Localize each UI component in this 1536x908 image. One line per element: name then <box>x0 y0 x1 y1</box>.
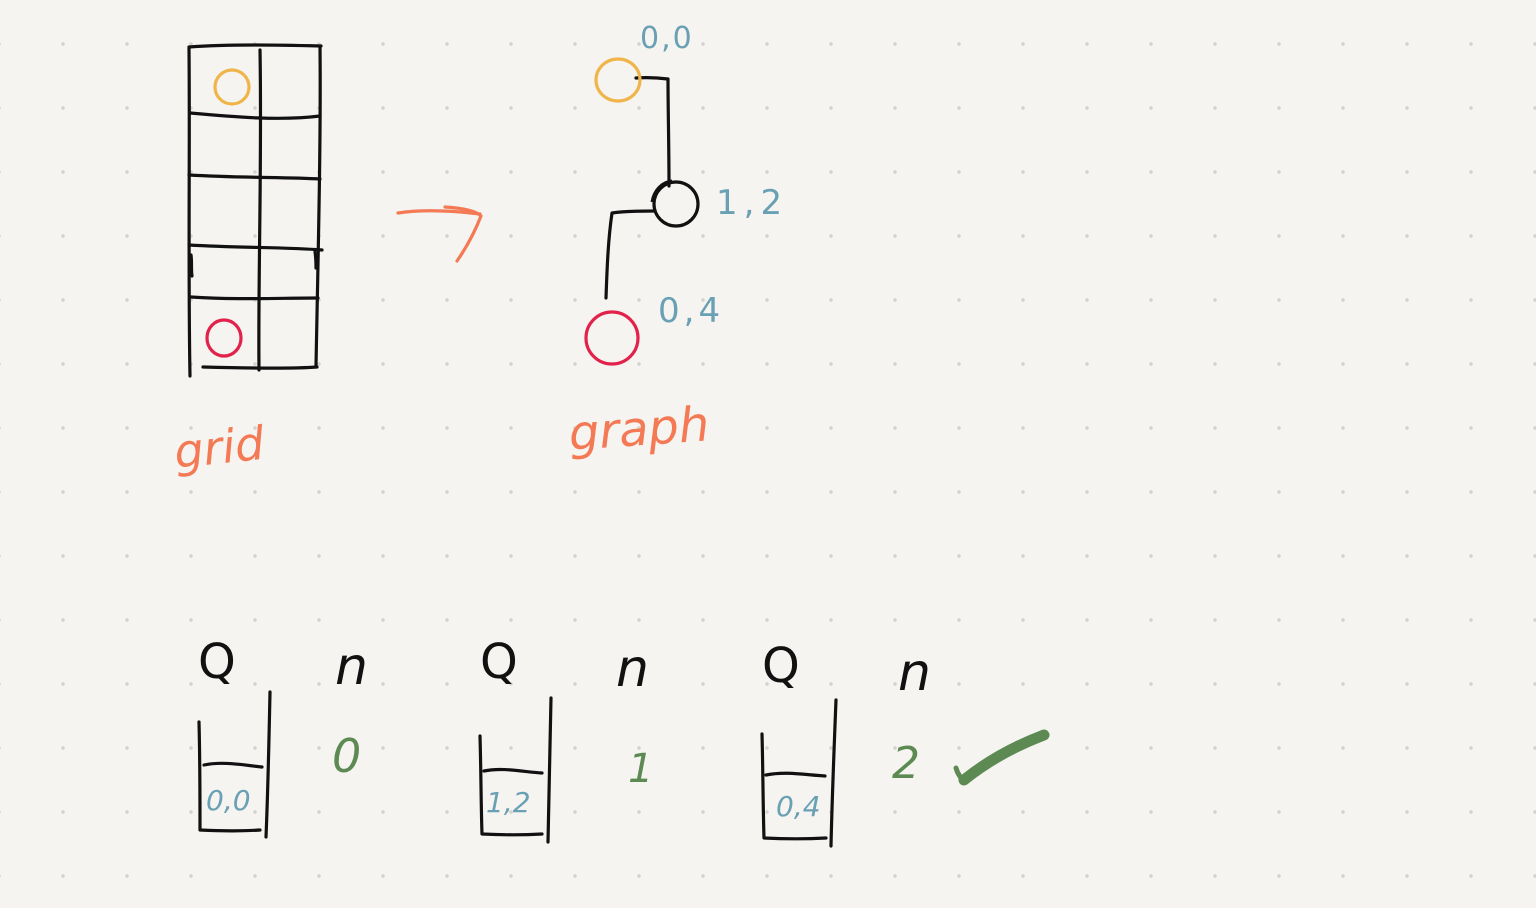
graph-edge <box>604 209 656 300</box>
grid-line <box>189 253 194 278</box>
queue-container <box>197 690 272 839</box>
counter-value: 1 <box>628 746 653 792</box>
counter-value: 2 <box>892 738 920 789</box>
graph-node-label: 0,0 <box>640 21 694 56</box>
counter-label: n <box>335 637 368 697</box>
queue-state: Q n 1,2 1 <box>478 634 653 844</box>
graph-node-label: 1,2 <box>716 183 788 223</box>
grid-line <box>189 295 320 301</box>
grid-line <box>187 46 192 378</box>
start-cell-marker <box>213 68 251 106</box>
graph-node-middle-overdraw <box>650 179 673 203</box>
counter-label: n <box>616 639 649 699</box>
grid-line <box>201 365 319 370</box>
end-cell-marker <box>205 318 243 358</box>
queue-container <box>478 696 553 844</box>
queue-state: Q n 0,0 0 <box>197 634 368 839</box>
arrow-right-icon <box>396 205 483 263</box>
queue-item: 1,2 <box>486 786 531 819</box>
grid-line <box>187 173 322 181</box>
grid-line <box>314 44 322 368</box>
queue-container <box>760 698 838 848</box>
graph-caption: graph <box>567 396 711 462</box>
grid-line <box>313 250 318 270</box>
grid-drawing <box>187 43 324 378</box>
graph-node-middle <box>652 180 700 228</box>
queue-label: Q <box>762 638 800 694</box>
queue-label: Q <box>198 634 236 690</box>
graph-node-start <box>594 57 642 103</box>
grid-line <box>257 48 263 372</box>
queue-item: 0,0 <box>206 784 251 817</box>
grid-line <box>188 111 322 120</box>
graph-edge <box>634 75 671 188</box>
grid-caption: grid <box>172 416 268 479</box>
grid-line <box>187 243 324 252</box>
queue-state: Q n 0,4 2 <box>760 638 931 848</box>
queue-label: Q <box>480 634 518 690</box>
graph-edges <box>604 75 671 300</box>
graph-node-end <box>584 310 640 366</box>
grid-line <box>187 43 323 49</box>
checkmark-icon <box>953 729 1050 786</box>
queue-item: 0,4 <box>776 790 821 823</box>
counter-label: n <box>898 643 931 703</box>
graph-node-label: 0,4 <box>658 291 724 331</box>
counter-value: 0 <box>332 729 361 783</box>
